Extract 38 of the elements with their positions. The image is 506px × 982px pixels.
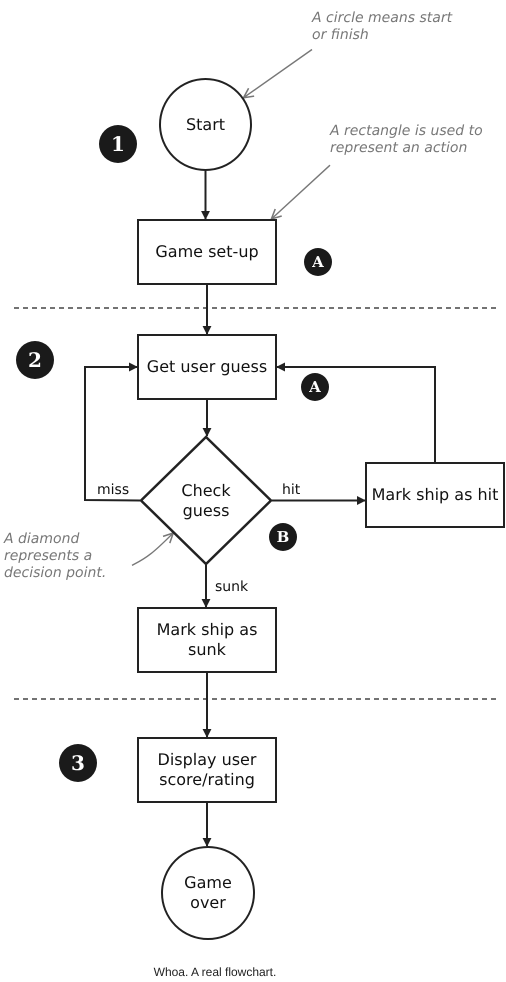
annotation-text: A rectangle is used to represent an action — [330, 123, 484, 157]
node-label: Mark ship as hit — [372, 485, 498, 505]
callout-badge: 1 — [99, 125, 137, 163]
node-label: Game set-up — [155, 242, 259, 262]
annotation-text: A diamond represents a decision point. — [4, 530, 108, 582]
process-box — [137, 737, 277, 803]
callout-badge: A — [301, 373, 329, 401]
node-label: Display user score/rating — [156, 750, 258, 790]
process-box — [137, 607, 277, 673]
flow-arrow — [202, 285, 212, 335]
flow-arrow — [202, 400, 212, 437]
node-label: Start — [186, 114, 226, 134]
flow-arrow — [202, 673, 212, 738]
flow-arrow — [202, 565, 210, 608]
node-label: Game over — [183, 873, 233, 913]
node-label: Get user guess — [146, 357, 268, 377]
flow-arrow — [276, 362, 436, 462]
node-label: Check guess — [180, 480, 232, 520]
terminal-circle — [159, 78, 252, 171]
callout-badge: 2 — [16, 341, 54, 379]
process-box — [137, 334, 277, 400]
process-box — [365, 462, 505, 528]
flow-arrow — [202, 803, 212, 847]
leader-arrow — [242, 48, 312, 98]
process-box — [137, 219, 277, 285]
caption: Whoa. A real flowchart. — [152, 965, 278, 979]
flow-arrow — [201, 171, 210, 220]
decision-diamond — [140, 436, 272, 565]
callout-badge: 3 — [59, 744, 97, 782]
callout-badge: B — [269, 523, 297, 551]
flow-arrow — [272, 496, 366, 505]
callout-badge: A — [304, 248, 332, 276]
flow-arrow — [84, 362, 140, 502]
leader-arrow — [132, 532, 174, 566]
terminal-circle — [161, 846, 255, 940]
node-label: Mark ship as sunk — [156, 620, 258, 660]
leader-arrow — [270, 164, 330, 220]
annotation-text: A circle means start or finish — [312, 10, 454, 44]
